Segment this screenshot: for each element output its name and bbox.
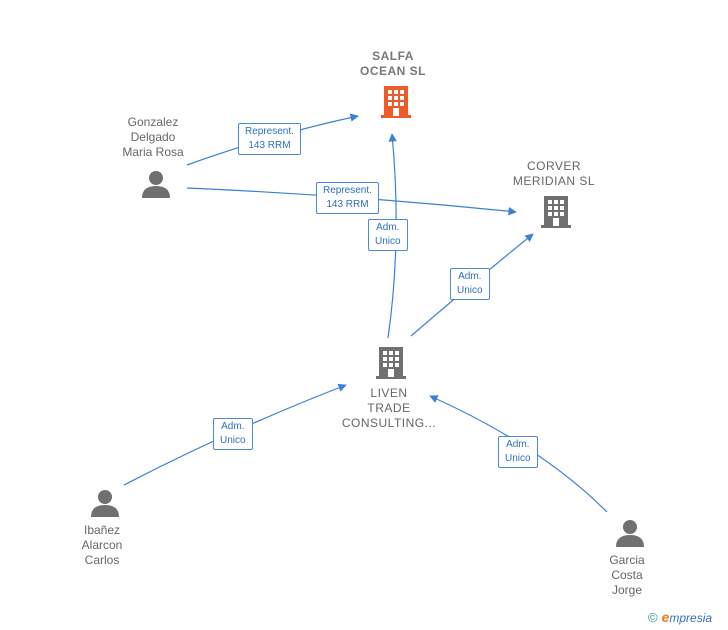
building-icon-salfa[interactable]	[381, 86, 411, 118]
node-label-line: Alarcon	[81, 538, 123, 552]
node-label-line: CORVER	[526, 159, 582, 173]
edge-label-ibanez-liven[interactable]: Adm. Unico	[213, 418, 253, 450]
edge-label-line: Unico	[220, 435, 246, 446]
edge-label-line: 143 RRM	[326, 199, 369, 210]
node-label-line: SALFA	[372, 49, 414, 63]
node-label-line: LIVEN	[370, 386, 408, 400]
edge-label-line: Unico	[375, 236, 401, 247]
edge-label-line: Adm.	[506, 439, 530, 450]
edge-label-line: Unico	[505, 453, 531, 464]
copyright-icon: ©	[648, 610, 658, 625]
node-label-ibanez[interactable]: Ibañez Alarcon Carlos	[37, 523, 167, 568]
edge-label-line: Unico	[457, 285, 483, 296]
node-label-line: Delgado	[130, 130, 176, 144]
node-label-salfa[interactable]: SALFA OCEAN SL	[328, 49, 458, 79]
node-label-line: TRADE	[367, 401, 411, 415]
person-icon-gonzalez[interactable]	[142, 171, 170, 198]
node-label-liven[interactable]: LIVEN TRADE CONSULTING...	[324, 386, 454, 431]
node-label-line: Jorge	[611, 583, 643, 597]
node-label-line: Ibañez	[83, 523, 121, 537]
node-label-line: Carlos	[84, 553, 120, 567]
edge-label-gonzalez-corver[interactable]: Represent. 143 RRM	[316, 182, 379, 214]
edge-label-line: Adm.	[221, 421, 245, 432]
node-label-garcia[interactable]: Garcia Costa Jorge	[562, 553, 692, 598]
brand-name: mpresia	[669, 611, 713, 625]
node-label-line: OCEAN SL	[359, 64, 426, 78]
edge-label-line: Adm.	[458, 271, 482, 282]
person-icon-ibanez[interactable]	[91, 490, 119, 517]
brand-logo: ©empresia	[648, 609, 712, 625]
node-label-line: MERIDIAN SL	[512, 174, 596, 188]
edge-label-line: Represent.	[323, 185, 372, 196]
edge-label-line: Represent.	[245, 126, 294, 137]
edge-label-gonzalez-salfa[interactable]: Represent. 143 RRM	[238, 123, 301, 155]
node-label-line: Garcia	[609, 553, 645, 567]
building-icon-liven[interactable]	[376, 347, 406, 379]
building-icon-corver[interactable]	[541, 196, 571, 228]
brand-initial: e	[661, 609, 670, 625]
edge-label-line: 143 RRM	[248, 140, 291, 151]
node-label-line: Maria Rosa	[122, 145, 184, 159]
node-label-gonzalez[interactable]: Gonzalez Delgado Maria Rosa	[88, 115, 218, 160]
node-label-line: Costa	[611, 568, 643, 582]
edge-label-liven-corver[interactable]: Adm. Unico	[450, 268, 490, 300]
edge-label-garcia-liven[interactable]: Adm. Unico	[498, 436, 538, 468]
edge-label-liven-salfa[interactable]: Adm. Unico	[368, 219, 408, 251]
person-icon-garcia[interactable]	[616, 520, 644, 547]
edge-label-line: Adm.	[376, 222, 400, 233]
node-label-line: CONSULTING...	[341, 416, 437, 430]
node-label-line: Gonzalez	[127, 115, 179, 129]
node-label-corver[interactable]: CORVER MERIDIAN SL	[489, 159, 619, 189]
